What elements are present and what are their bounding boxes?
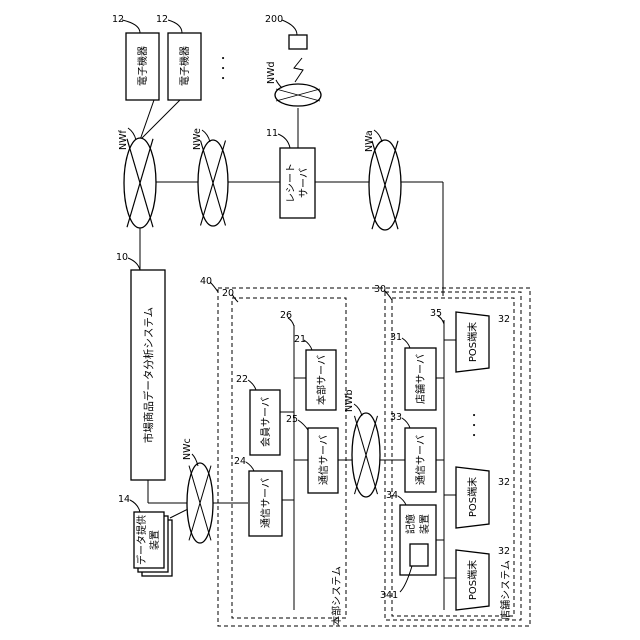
- market-analysis-system-label: 市場商品データ分析システム: [142, 307, 155, 443]
- label-nwb-text: NWb: [344, 389, 355, 412]
- ref-26-text: 26: [280, 310, 292, 321]
- hq-server-label: 本部サーバ: [315, 355, 328, 405]
- storage-medium: [410, 544, 428, 566]
- ref-34: 34: [386, 490, 406, 505]
- electronic-device-1-label: 電子機器: [136, 46, 149, 86]
- network-nwb: [352, 413, 380, 497]
- storage-device-label-1: 記憶: [404, 514, 417, 534]
- register-server-label-1: レシート: [286, 163, 297, 203]
- pos-terminal-1-label: POS端末: [466, 322, 479, 362]
- pos-terminal-2-label: POS端末: [466, 477, 479, 517]
- pos-terminal-3: POS端末: [456, 550, 489, 610]
- hq-comm-server-25: 通信サーバ: [308, 428, 338, 493]
- market-analysis-system: 市場商品データ分析システム: [131, 270, 165, 480]
- label-nwe-text: NWe: [192, 128, 203, 150]
- ref-14: 14: [118, 494, 140, 512]
- ref-10-text: 10: [116, 252, 128, 263]
- network-nwc: [187, 463, 213, 543]
- store-system-label: 店舗システム: [499, 560, 512, 620]
- ref-21-text: 21: [294, 334, 306, 345]
- pos-terminal-3-label: POS端末: [466, 560, 479, 600]
- ref-20: 20: [222, 288, 238, 302]
- ref-32-b: 32: [498, 477, 510, 488]
- storage-device-label-2: 装置: [418, 514, 431, 534]
- ref-200: 200: [265, 14, 297, 35]
- electronic-device-1: 電子機器: [126, 33, 159, 100]
- ref-31: 31: [390, 332, 410, 348]
- link-nwf-device1: [140, 100, 154, 140]
- ref-12-a-text: 12: [112, 14, 124, 25]
- hq-server: 本部サーバ: [306, 350, 336, 410]
- label-nwf-text: NWf: [118, 130, 129, 150]
- ref-25: 25: [286, 414, 308, 430]
- hq-system-label: 本部システム: [330, 566, 343, 626]
- ref-33-text: 33: [390, 412, 402, 423]
- ref-11-text: 11: [266, 128, 278, 139]
- ref-40: 40: [200, 276, 218, 292]
- ref-31-text: 31: [390, 332, 402, 343]
- network-nwe: [198, 140, 228, 226]
- ref-34-text: 34: [386, 490, 398, 501]
- ref-26: 26: [280, 310, 294, 326]
- ref-21: 21: [294, 334, 312, 350]
- ref-32-c: 32: [498, 546, 510, 557]
- hq-comm-server-24: 通信サーバ: [249, 471, 282, 536]
- data-provider-device: データ提供 装置: [134, 512, 172, 576]
- ref-33: 33: [390, 412, 410, 428]
- ref-200-text: 200: [265, 14, 283, 25]
- ref-24-text: 24: [234, 456, 246, 467]
- ref-35: 35: [430, 308, 444, 324]
- ref-12-b: 12: [156, 14, 182, 33]
- label-nwd: NWd: [266, 61, 282, 88]
- wireless-link-icon: [294, 58, 303, 82]
- storage-device: 記憶 装置: [400, 505, 436, 575]
- ref-14-text: 14: [118, 494, 130, 505]
- label-nwb: NWb: [344, 389, 362, 416]
- link-nwf-device2: [140, 100, 180, 140]
- store-comm-server: 通信サーバ: [405, 428, 436, 492]
- ref-341-text: 341: [380, 590, 398, 601]
- hq-comm-server-24-label: 通信サーバ: [260, 478, 272, 528]
- register-server-label-2: サーバ: [298, 168, 310, 198]
- ref-12-a: 12: [112, 14, 140, 33]
- member-server-label: 会員サーバ: [259, 397, 272, 447]
- label-nwc: NWc: [182, 438, 198, 466]
- data-provider-label-1: データ提供: [135, 515, 148, 565]
- label-nwc-text: NWc: [182, 438, 193, 460]
- network-nwa: [369, 140, 401, 230]
- ref-20-text: 20: [222, 288, 234, 299]
- ref-30: 30: [374, 284, 392, 300]
- ref-24: 24: [234, 456, 254, 471]
- label-nwa-text: NWa: [364, 130, 375, 152]
- ref-40-text: 40: [200, 276, 212, 287]
- label-nwd-text: NWd: [266, 61, 277, 84]
- device-ellipsis: ・・・: [219, 53, 230, 83]
- pos-terminal-1: POS端末: [456, 312, 489, 372]
- register-server: レシート サーバ: [280, 148, 315, 218]
- ref-25-text: 25: [286, 414, 298, 425]
- ref-10: 10: [116, 252, 140, 270]
- ref-12-b-text: 12: [156, 14, 168, 25]
- terminal-200: [289, 35, 307, 49]
- hq-comm-server-25-label: 通信サーバ: [318, 435, 330, 485]
- store-server-label: 店舗サーバ: [414, 354, 427, 404]
- ref-22: 22: [236, 374, 256, 390]
- member-server: 会員サーバ: [250, 390, 280, 455]
- ref-11: 11: [266, 128, 290, 148]
- store-comm-server-label: 通信サーバ: [415, 435, 427, 485]
- pos-ellipsis: ・・・: [470, 410, 481, 440]
- ref-32-a: 32: [498, 314, 510, 325]
- store-server: 店舗サーバ: [405, 348, 436, 410]
- electronic-device-2: 電子機器: [168, 33, 201, 100]
- ref-35-text: 35: [430, 308, 442, 319]
- ref-22-text: 22: [236, 374, 248, 385]
- ref-30-text: 30: [374, 284, 386, 295]
- pos-terminal-2: POS端末: [456, 467, 489, 528]
- network-nwf: [124, 138, 156, 228]
- data-provider-label-2: 装置: [148, 530, 161, 550]
- electronic-device-2-label: 電子機器: [178, 46, 191, 86]
